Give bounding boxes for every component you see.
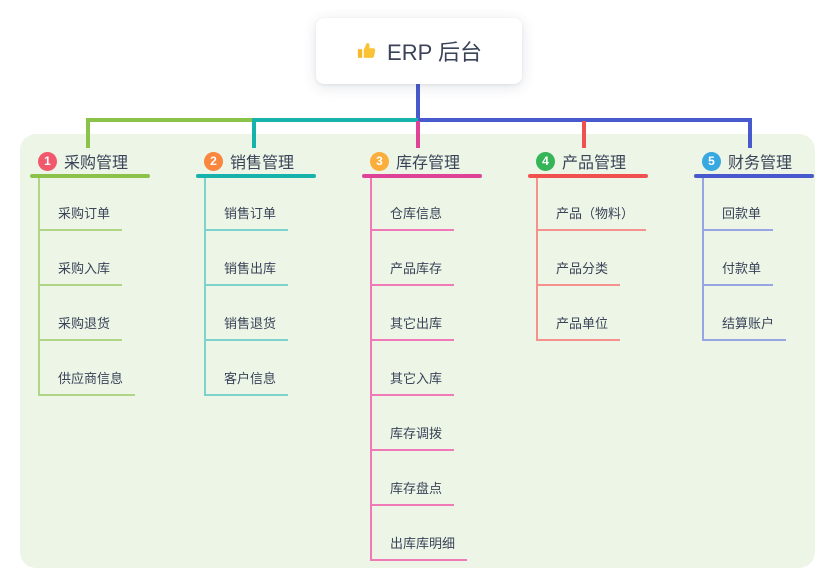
branch-drop-line [416, 121, 420, 148]
child-item[interactable]: 结算账户 [702, 316, 787, 341]
child-item[interactable]: 产品分类 [536, 261, 621, 286]
child-item[interactable]: 产品单位 [536, 316, 621, 341]
root-node-label: ERP 后台 [387, 40, 482, 65]
child-item[interactable]: 其它入库 [370, 371, 455, 396]
branch-node-5[interactable]: 5 财务管理 [702, 149, 792, 173]
branch-number-badge: 4 [536, 151, 555, 171]
branch-node-label: 销售管理 [230, 155, 295, 172]
branch-number-badge: 1 [38, 151, 57, 171]
child-item[interactable]: 库存调拨 [370, 426, 455, 451]
branch-node-4[interactable]: 4 产品管理 [536, 149, 626, 173]
child-item[interactable]: 仓库信息 [370, 206, 455, 231]
trunk-segment [418, 118, 752, 122]
child-item[interactable]: 销售退货 [204, 316, 289, 341]
branch-underline [362, 174, 482, 178]
branch-node-3[interactable]: 3 库存管理 [370, 149, 460, 173]
branch-node-2[interactable]: 2 销售管理 [204, 149, 294, 173]
branch-underline [30, 174, 150, 178]
trunk-segment [254, 118, 418, 122]
child-item[interactable]: 回款单 [702, 206, 774, 231]
child-item[interactable]: 采购订单 [38, 206, 123, 231]
branch-number-badge: 5 [702, 151, 721, 171]
child-item[interactable]: 采购退货 [38, 316, 123, 341]
branch-underline [196, 174, 316, 178]
branch-node-label: 采购管理 [64, 155, 129, 172]
child-item[interactable]: 库存盘点 [370, 481, 455, 506]
branch-vertical-line [702, 178, 704, 341]
child-item[interactable]: 付款单 [702, 261, 774, 286]
branch-drop-line [252, 118, 256, 148]
root-stem-line [416, 84, 420, 122]
child-item[interactable]: 产品库存 [370, 261, 455, 286]
branch-node-label: 库存管理 [396, 155, 461, 172]
branch-node-label: 财务管理 [728, 155, 793, 172]
branch-number-badge: 3 [370, 151, 389, 171]
branch-vertical-line [536, 178, 538, 341]
branch-vertical-line [204, 178, 206, 396]
branch-vertical-line [370, 178, 372, 561]
child-item[interactable]: 供应商信息 [38, 371, 136, 396]
branch-node-label: 产品管理 [562, 155, 627, 172]
branch-underline [694, 174, 814, 178]
child-item[interactable]: 采购入库 [38, 261, 123, 286]
branch-underline [528, 174, 648, 178]
trunk-segment [86, 118, 254, 122]
root-node[interactable]: ERP 后台 [316, 18, 522, 84]
branch-number-badge: 2 [204, 151, 223, 171]
child-item[interactable]: 销售订单 [204, 206, 289, 231]
child-item[interactable]: 销售出库 [204, 261, 289, 286]
branch-node-1[interactable]: 1 采购管理 [38, 149, 128, 173]
child-item[interactable]: 出库库明细 [370, 536, 468, 561]
branches-panel [20, 134, 815, 568]
thumbs-up-icon [356, 40, 378, 62]
branch-drop-line [582, 121, 586, 148]
branch-drop-line [86, 118, 90, 148]
branch-vertical-line [38, 178, 40, 396]
child-item[interactable]: 其它出库 [370, 316, 455, 341]
child-item[interactable]: 客户信息 [204, 371, 289, 396]
branch-drop-line [748, 118, 752, 148]
child-item[interactable]: 产品（物料） [536, 206, 647, 231]
